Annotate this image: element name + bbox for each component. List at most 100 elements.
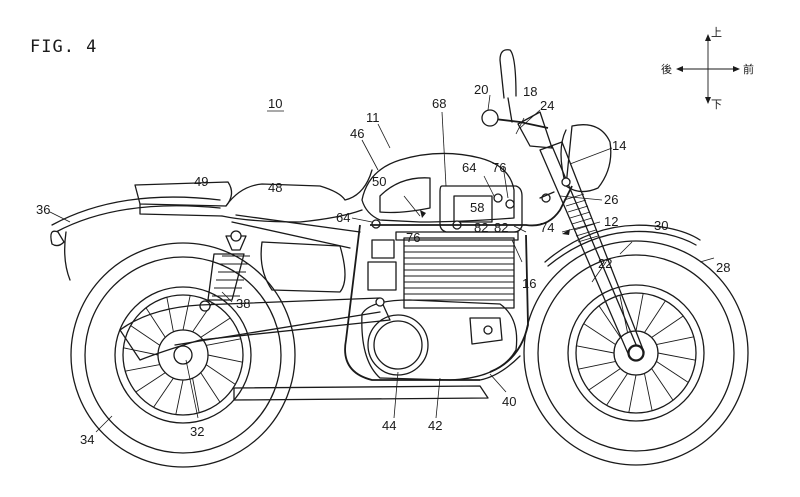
wheel-spoke (207, 354, 243, 363)
engine (361, 231, 519, 381)
wheel-spoke (656, 361, 689, 383)
direction-down: 下 (711, 98, 722, 111)
mirror (499, 49, 517, 99)
fuel-tank (361, 152, 515, 223)
label-20: 20 (474, 82, 488, 97)
label-32: 32 (190, 424, 204, 439)
arrow-right-icon (733, 66, 740, 72)
main-frame (370, 185, 573, 227)
label-10: 10 (268, 96, 282, 111)
label-11: 11 (366, 110, 380, 125)
overall-reference: 10 (267, 96, 284, 112)
wheel-spoke (125, 364, 160, 372)
motorcycle (50, 49, 749, 468)
front-fender (544, 224, 701, 263)
wheel-spoke (657, 352, 696, 361)
tank-panel (379, 177, 431, 214)
rear-shock (199, 230, 250, 312)
wheel-spoke (205, 364, 236, 385)
label-64b: 64 (462, 160, 476, 175)
direction-front: 前 (743, 62, 754, 76)
wheel-spoke (135, 372, 166, 393)
wheel-spoke (635, 293, 644, 332)
label-68: 68 (432, 96, 446, 111)
wheel-spoke (200, 317, 231, 338)
wheel-spoke (643, 373, 653, 411)
arrow-up-icon (705, 34, 711, 41)
wheel-spoke (123, 347, 159, 356)
label-16: 16 (522, 276, 536, 291)
label-22: 22 (598, 256, 612, 271)
label-44: 44 (382, 418, 396, 433)
wheel-spoke (583, 323, 616, 345)
rear-wheel (70, 242, 296, 468)
label-48: 48 (268, 180, 282, 195)
label-64a: 64 (336, 210, 350, 225)
arrow-12-icon (562, 229, 570, 235)
direction-up: 上 (711, 26, 722, 39)
seat (225, 169, 373, 207)
wheel-spoke (588, 368, 621, 391)
label-12: 12 (604, 214, 618, 229)
label-34: 34 (80, 432, 94, 447)
label-14: 14 (612, 138, 626, 153)
component-58 (453, 195, 493, 223)
label-82a: 82 (474, 220, 488, 235)
wheel-spoke (606, 373, 628, 406)
direction-rear: 後 (661, 62, 672, 76)
wheel-spoke (206, 338, 241, 346)
label-49: 49 (194, 174, 208, 189)
rear-seat-pad (134, 181, 233, 207)
label-38: 38 (236, 296, 250, 311)
reference-numerals: 11 46 68 20 18 24 14 26 12 30 22 28 16 5… (36, 82, 730, 447)
wheel-spoke (578, 360, 616, 370)
headlight (565, 124, 612, 193)
front-wheel (523, 240, 749, 466)
label-28: 28 (716, 260, 730, 275)
figure-title: FIG. 4 (30, 37, 97, 57)
wheel-spoke (644, 300, 666, 333)
leader-lines (49, 94, 715, 433)
label-82b: 82 (494, 220, 508, 235)
wheel-spoke (628, 374, 637, 413)
wheel-spoke (651, 368, 674, 401)
front-fork (539, 141, 645, 361)
wheel-spoke (145, 307, 166, 338)
label-76a: 76 (492, 160, 506, 175)
cylinder-head (395, 231, 519, 241)
wheel-spoke (656, 336, 694, 346)
clutch-cover-44 (367, 314, 429, 376)
side-cover (260, 241, 346, 293)
wheel-spoke (200, 372, 221, 403)
label-42: 42 (428, 418, 442, 433)
label-24: 24 (540, 98, 554, 113)
exhaust-pipe (233, 385, 489, 401)
top-bridge (517, 111, 553, 149)
label-58: 58 (470, 200, 484, 215)
label-40: 40 (502, 394, 516, 409)
rear-frame (344, 224, 480, 381)
wheel-spoke (192, 378, 200, 413)
label-50: 50 (372, 174, 386, 189)
arrow-50-icon (420, 210, 426, 218)
label-30: 30 (654, 218, 668, 233)
wheel-spoke (166, 297, 174, 332)
wheel-spoke (175, 379, 184, 415)
wheel-spoke (598, 305, 621, 338)
wheel-spoke (153, 377, 174, 408)
wheel-spoke (651, 315, 684, 338)
direction-indicator: 上 下 後 前 (661, 26, 754, 111)
label-46: 46 (350, 126, 364, 141)
handle-grip-end (481, 109, 499, 127)
arrow-left-icon (676, 66, 683, 72)
crankcase (361, 299, 518, 381)
label-74: 74 (540, 220, 554, 235)
label-76b: 76 (406, 230, 420, 245)
wheel-spoke (182, 295, 191, 331)
cylinder-block (403, 237, 515, 309)
label-36: 36 (36, 202, 50, 217)
label-18: 18 (523, 84, 537, 99)
arrow-down-icon (705, 97, 711, 104)
rear-fender (51, 196, 221, 226)
